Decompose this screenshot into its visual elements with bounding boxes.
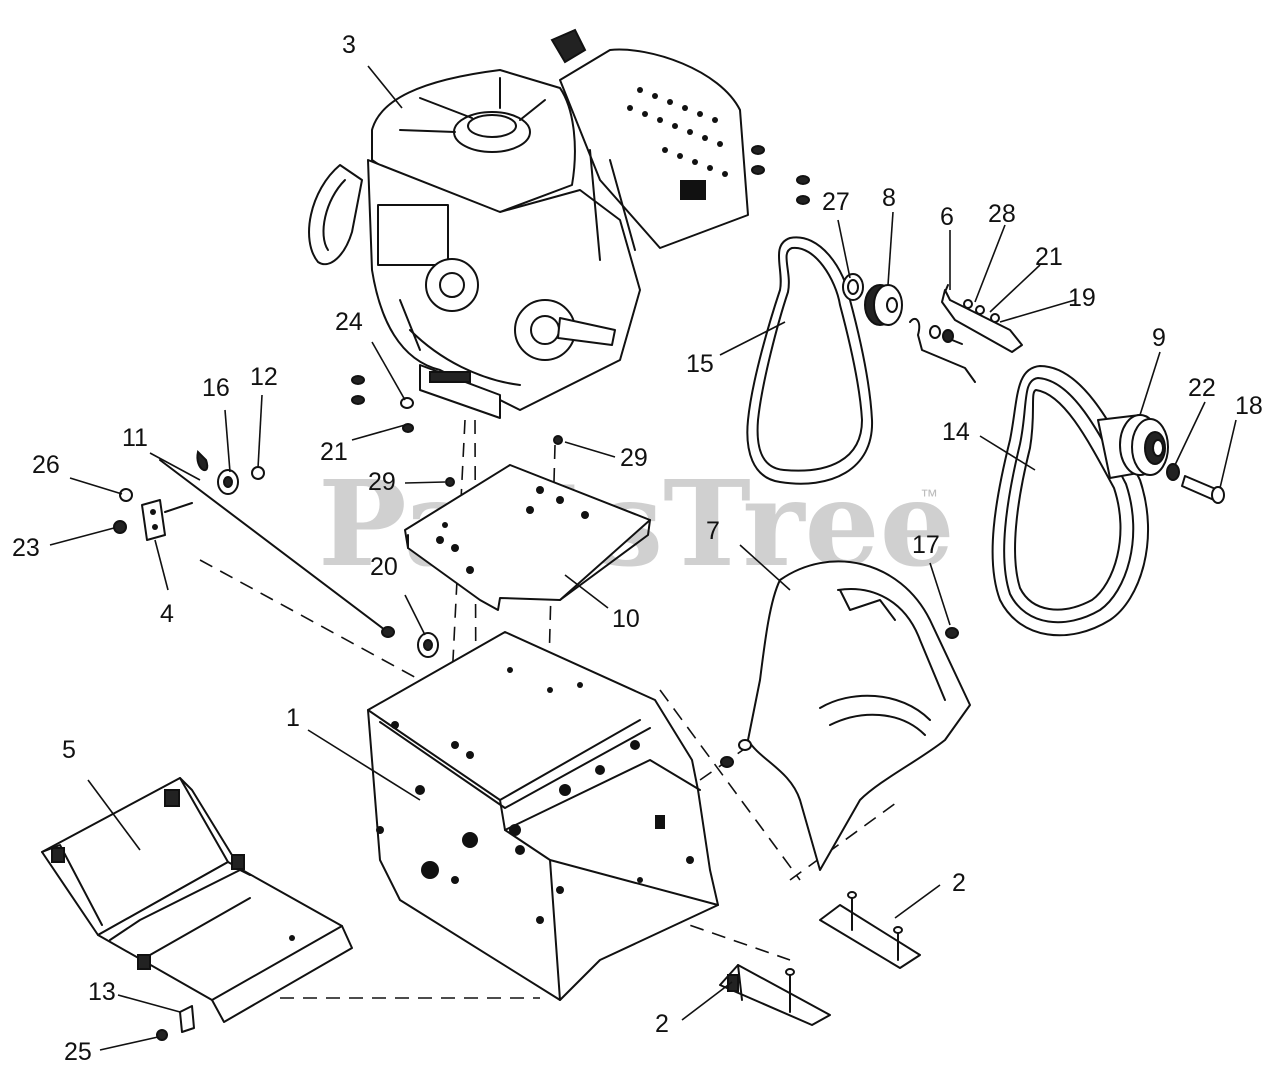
callout-16: 16 <box>202 374 230 402</box>
belt-14 <box>991 365 1149 637</box>
part-2-bracket-right <box>819 891 921 969</box>
part-1-frame <box>367 631 719 1001</box>
callout-labels: 3 24 21 16 12 11 26 23 4 29 29 20 10 1 5… <box>12 31 1263 1066</box>
part-9-engine-pulley <box>1097 414 1169 479</box>
callout-2-right: 2 <box>952 869 966 897</box>
part-16-spacer <box>196 450 239 495</box>
callout-28: 28 <box>988 200 1016 228</box>
callout-5: 5 <box>62 736 76 764</box>
callout-18: 18 <box>1235 392 1263 420</box>
callout-21-left: 21 <box>320 438 348 466</box>
part-23-nut <box>113 520 127 534</box>
part-22-washer <box>1166 463 1180 481</box>
part-6-idler-arm <box>909 284 1023 383</box>
callout-3: 3 <box>342 31 356 59</box>
callout-12: 12 <box>250 363 278 391</box>
part-4-bracket <box>141 499 193 541</box>
part-11-cable <box>159 459 395 638</box>
part-7-belt-cover <box>738 560 971 871</box>
part-12-screw <box>251 466 265 480</box>
callout-19: 19 <box>1068 284 1096 312</box>
part-29-screws <box>445 435 563 487</box>
callout-2-left: 2 <box>655 1010 669 1038</box>
callout-29-left: 29 <box>368 468 396 496</box>
callout-1: 1 <box>286 704 300 732</box>
callout-9: 9 <box>1152 324 1166 352</box>
callout-29-right: 29 <box>620 444 648 472</box>
callout-7: 7 <box>706 517 720 545</box>
engine-nuts <box>351 145 810 433</box>
part-2-bracket-left <box>719 964 831 1026</box>
callout-21-right: 21 <box>1035 243 1063 271</box>
part-18-bolt <box>1181 475 1225 504</box>
leader-lines <box>49 65 1237 1051</box>
part-20-grommet <box>417 632 439 658</box>
callout-26: 26 <box>32 451 60 479</box>
callout-17: 17 <box>912 531 940 559</box>
part-25-screw <box>156 1029 168 1041</box>
callout-11: 11 <box>122 424 148 452</box>
part-10-engine-mount-plate <box>404 464 651 611</box>
callout-22: 22 <box>1188 374 1216 402</box>
part-26-bolt <box>119 488 133 502</box>
callout-27: 27 <box>822 188 850 216</box>
part-13-clip <box>179 1005 195 1033</box>
part-8-idler-pulley <box>864 284 903 326</box>
callout-20: 20 <box>370 553 398 581</box>
part-5-base-tray <box>41 777 353 1023</box>
callout-25: 25 <box>64 1038 92 1066</box>
callout-24: 24 <box>335 308 363 336</box>
trademark-symbol: ™ <box>920 486 938 506</box>
cover-screws <box>720 627 959 768</box>
callout-14: 14 <box>942 418 970 446</box>
callout-10: 10 <box>612 605 640 633</box>
part-27-ring <box>842 273 864 301</box>
callout-13: 13 <box>88 978 116 1006</box>
muffler-vents <box>627 87 728 200</box>
callout-23: 23 <box>12 534 40 562</box>
callout-8: 8 <box>882 184 896 212</box>
callout-6: 6 <box>940 203 954 231</box>
engine <box>308 28 749 419</box>
callout-4: 4 <box>160 600 174 628</box>
callout-15: 15 <box>686 350 714 378</box>
